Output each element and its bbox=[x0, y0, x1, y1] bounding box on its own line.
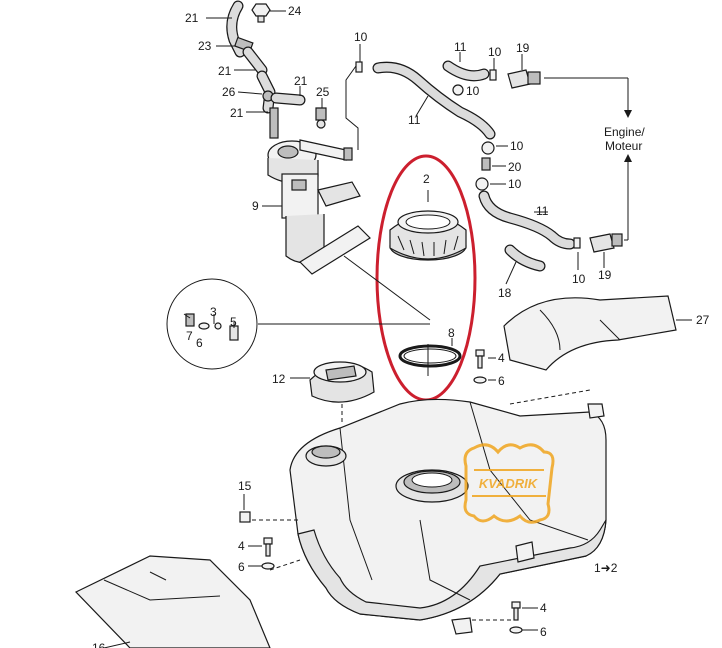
bolt-15 bbox=[239, 511, 251, 523]
callout-9: 9 bbox=[252, 199, 259, 213]
callout-20: 20 bbox=[508, 160, 522, 174]
callout-24: 24 bbox=[288, 4, 302, 18]
callout-10: 10 bbox=[488, 45, 502, 59]
callout-10: 10 bbox=[508, 177, 522, 191]
bolt-4-lower bbox=[509, 601, 523, 634]
callout-2: 2 bbox=[423, 172, 430, 186]
callout-4: 4 bbox=[540, 601, 547, 615]
hardware-detail-circle bbox=[166, 278, 258, 370]
engine-label-line2: Moteur bbox=[605, 139, 642, 153]
callout-leaders bbox=[183, 17, 605, 631]
fuel-cap-12 bbox=[309, 361, 375, 403]
engine-label-line1: Engine/ bbox=[604, 125, 645, 139]
callout-12: 12 bbox=[272, 372, 286, 386]
callout-27: 27 bbox=[696, 313, 710, 327]
hose-21-lower bbox=[269, 107, 279, 139]
watermark-text: KVADRIK bbox=[479, 476, 539, 491]
callout-21: 21 bbox=[294, 74, 308, 88]
callout-7: 7 bbox=[186, 329, 193, 343]
vent-tube-group bbox=[226, 0, 327, 129]
callout-6: 6 bbox=[540, 625, 547, 639]
callout-10: 10 bbox=[510, 139, 524, 153]
callout-11: 11 bbox=[408, 113, 421, 127]
callout-16: 16 bbox=[92, 641, 106, 648]
callout-26: 26 bbox=[222, 85, 236, 99]
lock-ring-2 bbox=[389, 210, 467, 261]
fuel-pump-module-9 bbox=[267, 65, 371, 275]
bolt-4-upper bbox=[473, 349, 487, 384]
skid-plate-16 bbox=[74, 555, 271, 648]
heat-shield-27 bbox=[503, 295, 677, 371]
fuel-tank bbox=[289, 398, 607, 635]
callout-11: 11 bbox=[536, 204, 549, 218]
callout-21: 21 bbox=[230, 106, 244, 120]
callout-6: 6 bbox=[238, 560, 245, 574]
fuel-line-group bbox=[355, 60, 632, 272]
callout-1-2: 1➜2 bbox=[594, 561, 618, 575]
callout-6: 6 bbox=[196, 336, 203, 350]
quick-connector-19 bbox=[507, 69, 531, 89]
callout-3: 3 bbox=[210, 305, 217, 319]
bolt-4-left bbox=[261, 537, 275, 570]
callout-15: 15 bbox=[238, 479, 252, 493]
callout-10: 10 bbox=[572, 272, 586, 286]
callout-21: 21 bbox=[218, 64, 232, 78]
callout-18: 18 bbox=[498, 286, 512, 300]
callout-4: 4 bbox=[238, 539, 245, 553]
callout-21: 21 bbox=[185, 11, 199, 25]
callout-8: 8 bbox=[448, 326, 455, 340]
callout-numbers: 21 24 23 21 21 26 25 21 9 10 11 10 19 10… bbox=[92, 4, 710, 648]
o-ring-8 bbox=[398, 344, 462, 368]
callout-23: 23 bbox=[198, 39, 212, 53]
callout-19: 19 bbox=[516, 41, 530, 55]
callout-10: 10 bbox=[466, 84, 480, 98]
callout-11: 11 bbox=[454, 40, 467, 54]
valve-25 bbox=[315, 107, 327, 121]
callout-6: 6 bbox=[498, 374, 505, 388]
callout-19: 19 bbox=[598, 268, 612, 282]
callout-10: 10 bbox=[354, 30, 368, 44]
callout-25: 25 bbox=[316, 85, 330, 99]
watermark-logo: KVADRIK bbox=[463, 443, 555, 524]
nut-24 bbox=[251, 3, 271, 17]
callout-4: 4 bbox=[498, 351, 505, 365]
callout-5: 5 bbox=[230, 315, 237, 329]
